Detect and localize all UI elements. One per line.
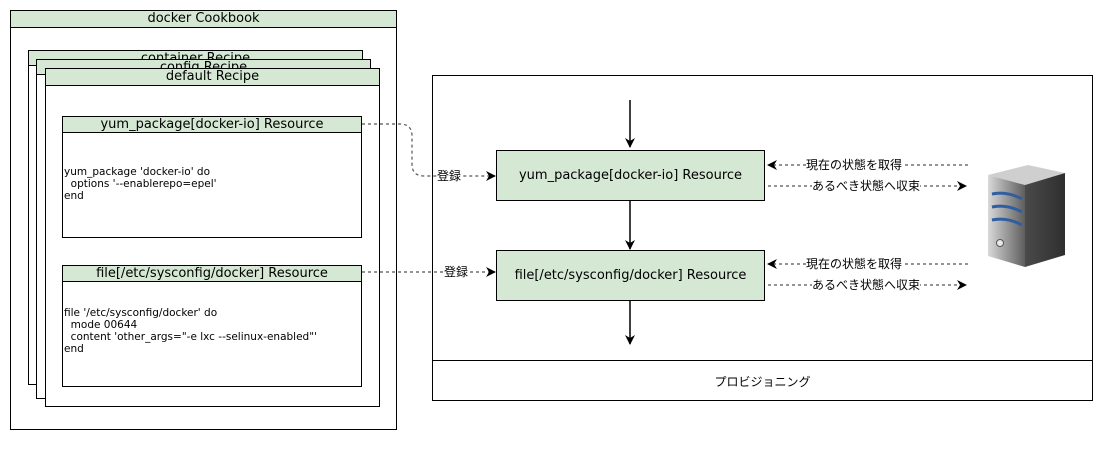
recipe-resource-2-title: file[/etc/sysconfig/docker] Resource xyxy=(62,265,362,282)
recipe-resource-1-code: yum_package 'docker-io' do options '--en… xyxy=(64,166,217,202)
cookbook-title: docker Cookbook xyxy=(10,10,397,28)
recipe-resource-1-body xyxy=(62,132,362,238)
provisioning-label: プロビジョニング xyxy=(714,375,811,389)
get-state-label-2: 現在の状態を取得 xyxy=(806,257,903,271)
converge-label-2: あるべき状態へ収束 xyxy=(812,278,921,292)
converge-label-1: あるべき状態へ収束 xyxy=(812,179,921,193)
server-icon xyxy=(988,165,1065,267)
provisioning-resource-1: yum_package[docker-io] Resource xyxy=(496,150,765,201)
register-label-2: 登録 xyxy=(444,265,469,279)
recipe-resource-2-body xyxy=(62,281,362,387)
recipe-resource-2-code: file '/etc/sysconfig/docker' do mode 006… xyxy=(64,307,317,355)
recipe-title-default: default Recipe xyxy=(45,68,380,86)
provisioning-resource-2: file[/etc/sysconfig/docker] Resource xyxy=(496,250,765,301)
register-connector-1 xyxy=(362,123,496,181)
provisioning-container xyxy=(432,75,1093,401)
register-label-1: 登録 xyxy=(437,169,462,183)
get-state-label-1: 現在の状態を取得 xyxy=(806,158,903,172)
provisioning-divider xyxy=(432,360,1093,361)
recipe-resource-1-title: yum_package[docker-io] Resource xyxy=(62,116,362,133)
